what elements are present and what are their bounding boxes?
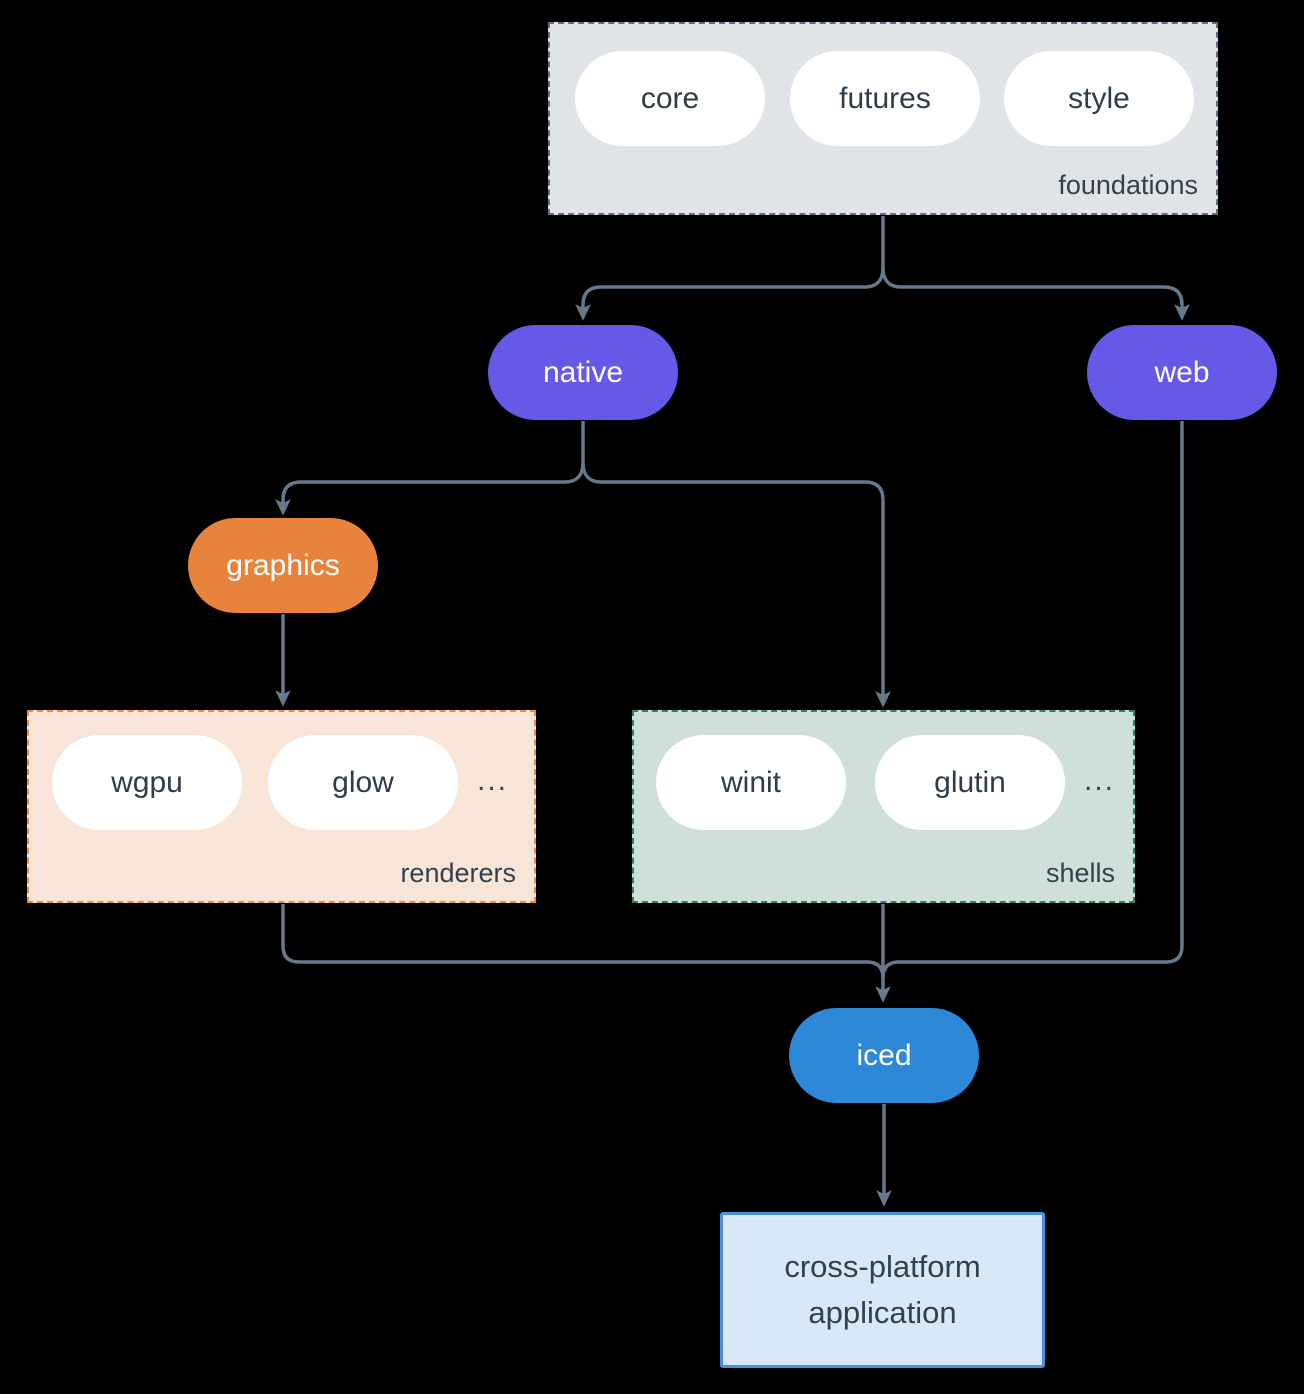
node-graphics-label: graphics [226, 548, 340, 582]
node-glow: glow [268, 735, 458, 830]
node-wgpu-label: wgpu [111, 765, 183, 799]
edge-foundations-native [575, 267, 885, 321]
node-core: core [575, 51, 765, 146]
edge-renderers-bus [281, 904, 885, 979]
edge-native-graphics [275, 462, 585, 516]
renderers-group: wgpu glow ... renderers [27, 710, 536, 903]
node-native-label: native [542, 355, 624, 389]
edge-native-shells [581, 462, 891, 708]
node-iced: iced [789, 1008, 979, 1103]
node-core-label: core [640, 81, 700, 115]
foundations-group-label: foundations [1058, 170, 1198, 200]
node-glutin: glutin [875, 735, 1065, 830]
renderers-ellipsis: ... [477, 764, 509, 797]
node-graphics: graphics [188, 518, 378, 613]
node-web: web [1087, 325, 1277, 420]
node-web-label: web [1154, 355, 1210, 389]
node-futures-label: futures [839, 81, 931, 115]
renderers-group-label: renderers [400, 858, 516, 888]
foundations-group: core futures style foundations [548, 22, 1218, 215]
node-wgpu: wgpu [52, 735, 242, 830]
node-glow-label: glow [332, 765, 394, 799]
shells-ellipsis: ... [1084, 764, 1116, 797]
application-box-label: cross-platform application [784, 1248, 981, 1331]
shells-group: winit glutin ... shells [632, 710, 1135, 903]
node-style: style [1004, 51, 1194, 146]
edge-foundations-web [881, 267, 1190, 321]
edge-web-bus [881, 421, 1184, 979]
node-winit: winit [656, 735, 846, 830]
node-style-label: style [1068, 81, 1130, 115]
node-winit-label: winit [720, 765, 781, 799]
node-iced-label: iced [856, 1038, 912, 1072]
shells-group-label: shells [1045, 858, 1115, 888]
node-native: native [488, 325, 678, 420]
application-box: cross-platform application [720, 1212, 1045, 1368]
node-futures: futures [790, 51, 980, 146]
node-glutin-label: glutin [934, 765, 1006, 799]
